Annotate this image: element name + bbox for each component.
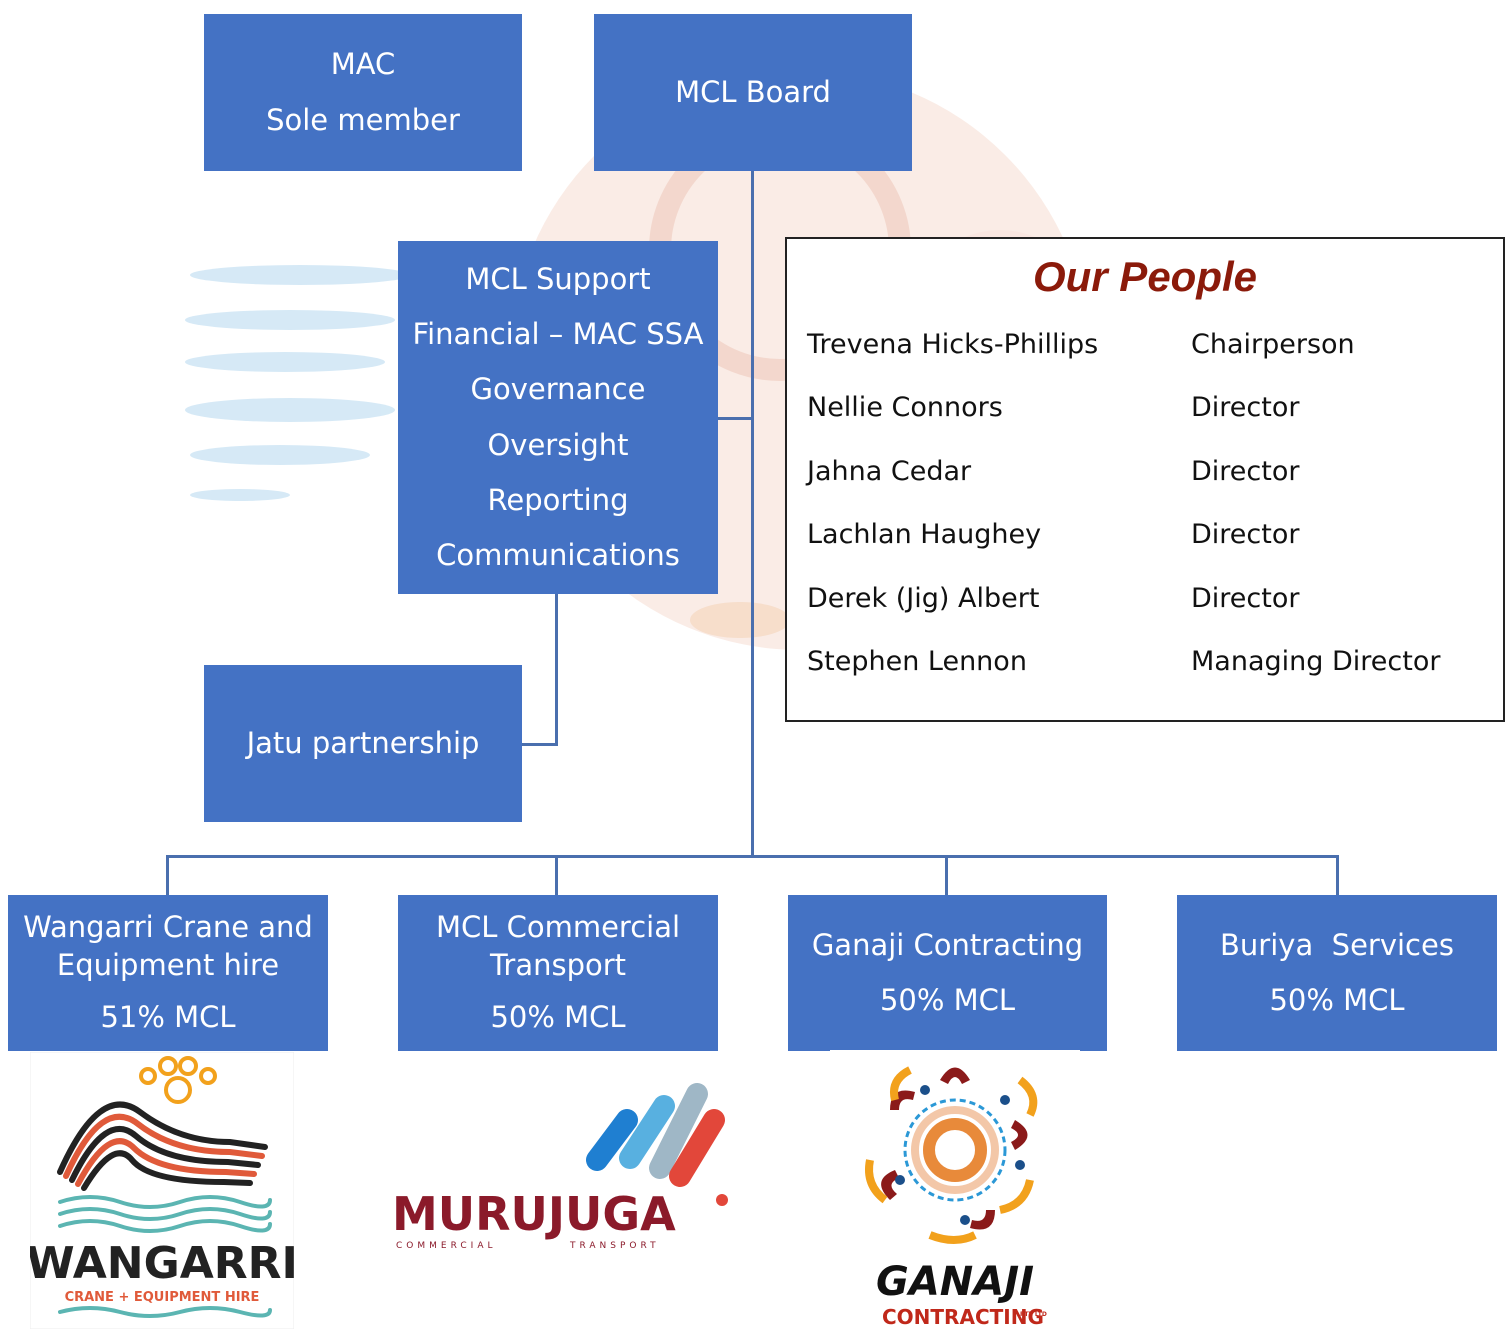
person-name: Nellie Connors <box>807 392 1003 423</box>
our-people-title: Our People <box>1032 253 1258 300</box>
wangarri-logo: WANGARRI CRANE + EQUIPMENT HIRE <box>30 1052 294 1329</box>
connector-drop-3 <box>945 855 948 895</box>
connector-drop-1 <box>166 855 169 895</box>
connector-support <box>716 417 752 420</box>
mac-subtitle: Sole member <box>266 102 460 137</box>
person-role: Chairperson <box>1191 329 1355 360</box>
subsidiary-name: Buriya Services <box>1220 927 1454 962</box>
person-role: Director <box>1191 456 1300 487</box>
mcl-board-label: MCL Board <box>675 74 831 109</box>
person-name: Trevena Hicks-Phillips <box>807 329 1099 360</box>
subsidiary-name: Equipment hire <box>56 948 280 983</box>
connector-board-trunk <box>751 170 754 858</box>
support-line: Oversight <box>487 427 629 462</box>
jatu-partnership-box: Jatu partnership <box>204 665 522 822</box>
person-name: Stephen Lennon <box>807 646 1027 677</box>
subsidiary-name: Wangarri Crane and <box>23 910 313 945</box>
subsidiary-name: MCL Commercial <box>435 910 681 945</box>
subsidiary-share: 50% MCL <box>879 983 1016 1017</box>
support-line: Communications <box>436 537 680 572</box>
person-name: Lachlan Haughey <box>807 519 1042 550</box>
person-role: Director <box>1191 519 1300 550</box>
subsidiary-share: 51% MCL <box>100 999 236 1034</box>
people-row: Nellie Connors Director <box>807 392 1493 432</box>
wangarri-wordmark: WANGARRI <box>30 1238 294 1289</box>
ganaji-subtitle: CONTRACTING <box>882 1305 1044 1329</box>
murujuga-subtitle-left: COMMERCIAL <box>396 1241 497 1251</box>
ganaji-wordmark: GANAJI <box>876 1259 1034 1305</box>
ganaji-logo: GANAJI CONTRACTING PTY LTD <box>830 1050 1080 1329</box>
connector-support-jatu-horizontal <box>522 743 558 746</box>
people-row: Lachlan Haughey Director <box>807 519 1493 559</box>
subsidiary-name: Transport <box>489 948 627 983</box>
people-row: Stephen Lennon Managing Director <box>807 646 1493 686</box>
subsidiary-name: Ganaji Contracting <box>811 927 1084 962</box>
people-row: Trevena Hicks-Phillips Chairperson <box>807 329 1493 369</box>
support-line: Financial – MAC SSA <box>412 317 704 352</box>
connector-drop-4 <box>1336 855 1339 895</box>
support-line: Reporting <box>487 482 629 517</box>
person-role: Director <box>1191 392 1300 423</box>
murujuga-subtitle-right: TRANSPORT <box>569 1241 660 1251</box>
people-row: Derek (Jig) Albert Director <box>807 583 1493 623</box>
connector-drop-2 <box>555 855 558 895</box>
support-line: MCL Support <box>465 262 651 297</box>
subsidiary-box-mcl-commercial-transport: MCL Commercial Transport 50% MCL <box>398 895 718 1051</box>
wangarri-subtitle: CRANE + EQUIPMENT HIRE <box>65 1290 260 1305</box>
connector-horizontal-bus <box>166 855 1339 858</box>
mcl-board-box: MCL Board <box>594 14 912 171</box>
subsidiary-box-ganaji: Ganaji Contracting 50% MCL <box>788 895 1107 1051</box>
subsidiary-box-wangarri: Wangarri Crane and Equipment hire 51% MC… <box>8 895 328 1051</box>
person-role: Director <box>1191 583 1300 614</box>
mcl-support-box: MCL Support Financial – MAC SSA Governan… <box>398 241 718 594</box>
person-name: Derek (Jig) Albert <box>807 583 1040 614</box>
murujuga-wordmark: MURUJUGA <box>392 1187 676 1241</box>
mac-title: MAC <box>330 47 396 82</box>
murujuga-logo: MURUJUGA COMMERCIAL TRANSPORT <box>392 1083 728 1251</box>
connector-support-jatu-vertical <box>555 593 558 746</box>
support-line: Governance <box>470 372 646 407</box>
subsidiary-share: 50% MCL <box>1269 983 1405 1017</box>
mac-box: MAC Sole member <box>204 14 522 171</box>
jatu-partnership-label: Jatu partnership <box>246 725 480 760</box>
person-role: Managing Director <box>1191 646 1441 677</box>
person-name: Jahna Cedar <box>807 456 972 487</box>
people-row: Jahna Cedar Director <box>807 456 1493 496</box>
subsidiary-share: 50% MCL <box>490 999 626 1034</box>
our-people-panel: Our People Trevena Hicks-Phillips Chairp… <box>785 237 1505 722</box>
subsidiary-box-buriya: Buriya Services 50% MCL <box>1177 895 1497 1051</box>
ganaji-suffix: PTY LTD <box>1020 1311 1047 1318</box>
